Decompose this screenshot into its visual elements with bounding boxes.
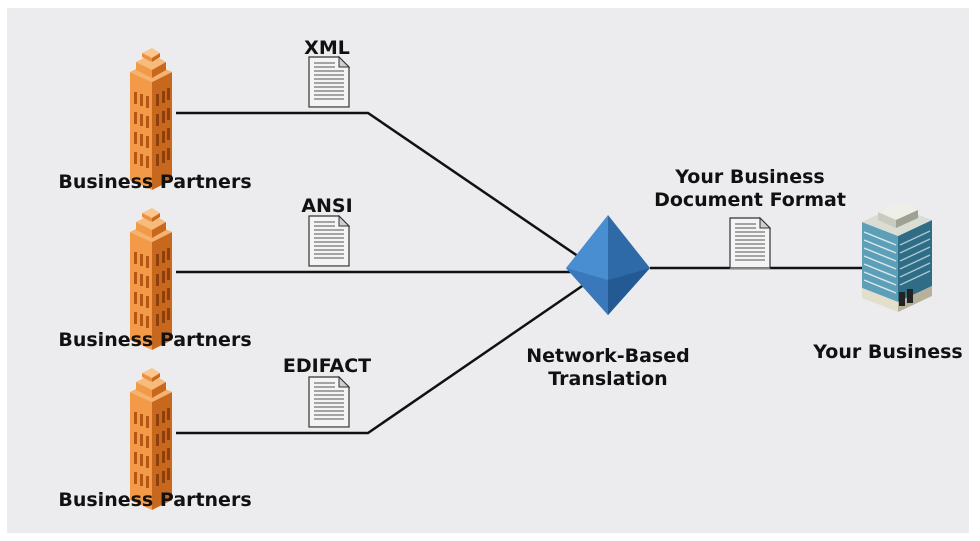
your-business-building-icon bbox=[862, 202, 932, 312]
partner-label-1: Business Partners bbox=[58, 171, 252, 193]
output-document-icon bbox=[729, 217, 771, 270]
xml-connector bbox=[176, 111, 589, 265]
translation-label-line2: Translation bbox=[548, 368, 668, 390]
output-format-label-line2: Document Format bbox=[654, 189, 846, 211]
edifact-connector bbox=[176, 280, 589, 435]
format-label-xml: XML bbox=[304, 37, 350, 59]
format-label-edifact: EDIFACT bbox=[282, 355, 372, 377]
your-business-label: Your Business bbox=[813, 341, 963, 363]
translation-label-line1: Network-Based bbox=[526, 345, 690, 367]
output-format-label-line1: Your Business bbox=[675, 166, 825, 188]
output-format-label: Your Business Document Format bbox=[654, 166, 846, 212]
connector-lines bbox=[176, 111, 865, 435]
edifact-document-icon bbox=[308, 376, 350, 429]
partner-label-3: Business Partners bbox=[58, 489, 252, 511]
partner-building-icon-1 bbox=[130, 48, 172, 190]
ansi-document-icon bbox=[308, 215, 350, 268]
translation-diamond-icon bbox=[566, 215, 650, 315]
partner-label-2: Business Partners bbox=[58, 329, 252, 351]
format-label-ansi: ANSI bbox=[301, 195, 353, 217]
xml-document-icon bbox=[308, 56, 350, 109]
translation-label: Network-Based Translation bbox=[526, 345, 689, 391]
